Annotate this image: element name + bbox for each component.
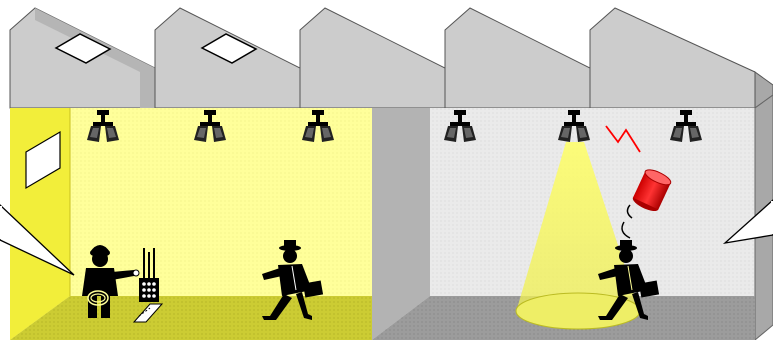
left-speech-tail [0,204,75,276]
signal-wave-2 [621,221,631,239]
ceiling-lamp [444,110,476,142]
signal-wave-1 [626,204,633,219]
control-panel [132,248,164,323]
wireless-signal-bolt [605,125,641,153]
wall-window [25,130,61,190]
ceiling-lamp [87,110,119,142]
ceiling-lamp [302,110,334,142]
right-speech-tail [722,199,773,245]
divider-wall [372,108,430,340]
ceiling-lamp [670,110,702,142]
worker-with-helmet [82,245,140,318]
ceiling-lamps [87,110,702,142]
walking-businessman-left [262,240,324,320]
ceiling-lamp [558,110,590,142]
skylight-2 [200,33,258,64]
ceiling-lamp [194,110,226,142]
roof-unit-4 [444,7,591,109]
red-beacon [632,169,672,212]
sawtooth-roof [9,7,773,109]
walking-businessman-right [598,240,660,320]
left-room [10,108,372,340]
left-room-floor [10,296,372,340]
roof-unit-5 [589,7,756,109]
roof-unit-3 [299,7,446,109]
skylight-1 [54,33,112,64]
